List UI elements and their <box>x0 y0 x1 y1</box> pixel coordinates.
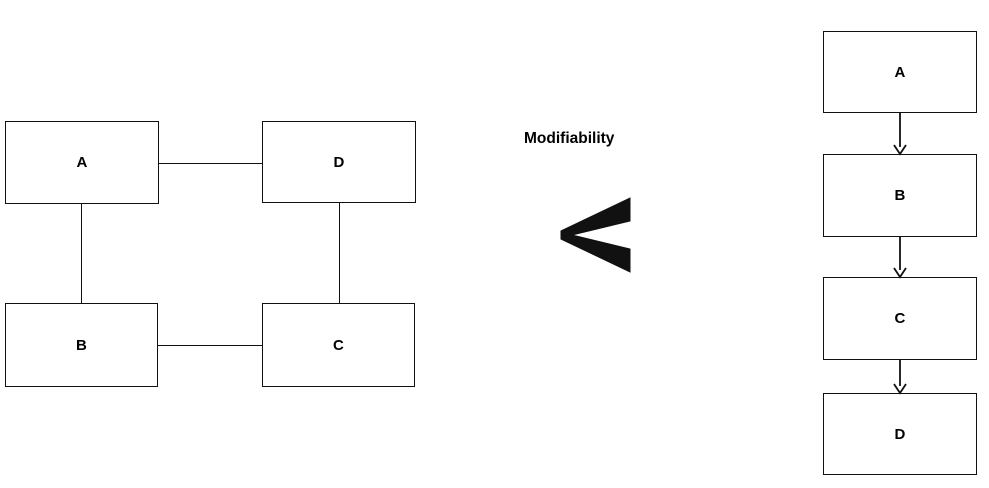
arrow-c-d <box>893 360 907 395</box>
node-c[interactable]: C <box>262 303 415 387</box>
node-label: A <box>76 154 88 171</box>
connector-a-d <box>159 163 262 165</box>
node-b[interactable]: B <box>5 303 158 387</box>
less-than-icon <box>558 195 636 275</box>
node-label: C <box>332 336 345 354</box>
node-a[interactable]: A <box>823 31 977 113</box>
arrow-b-c <box>893 237 907 279</box>
connector-d-c <box>339 203 341 303</box>
node-c[interactable]: C <box>823 277 977 360</box>
arrow-a-b <box>893 113 907 156</box>
node-label: B <box>75 336 88 354</box>
node-label: B <box>894 187 906 204</box>
connector-b-c <box>158 345 262 347</box>
node-label: D <box>894 425 906 443</box>
node-b[interactable]: B <box>823 154 977 237</box>
node-label: A <box>894 63 906 81</box>
node-a[interactable]: A <box>5 121 159 204</box>
comparison-caption: Modifiability <box>524 130 615 147</box>
node-d[interactable]: D <box>262 121 416 203</box>
connector-a-b <box>81 204 83 303</box>
node-d[interactable]: D <box>823 393 977 475</box>
node-label: D <box>333 153 345 171</box>
node-label: C <box>894 310 906 327</box>
